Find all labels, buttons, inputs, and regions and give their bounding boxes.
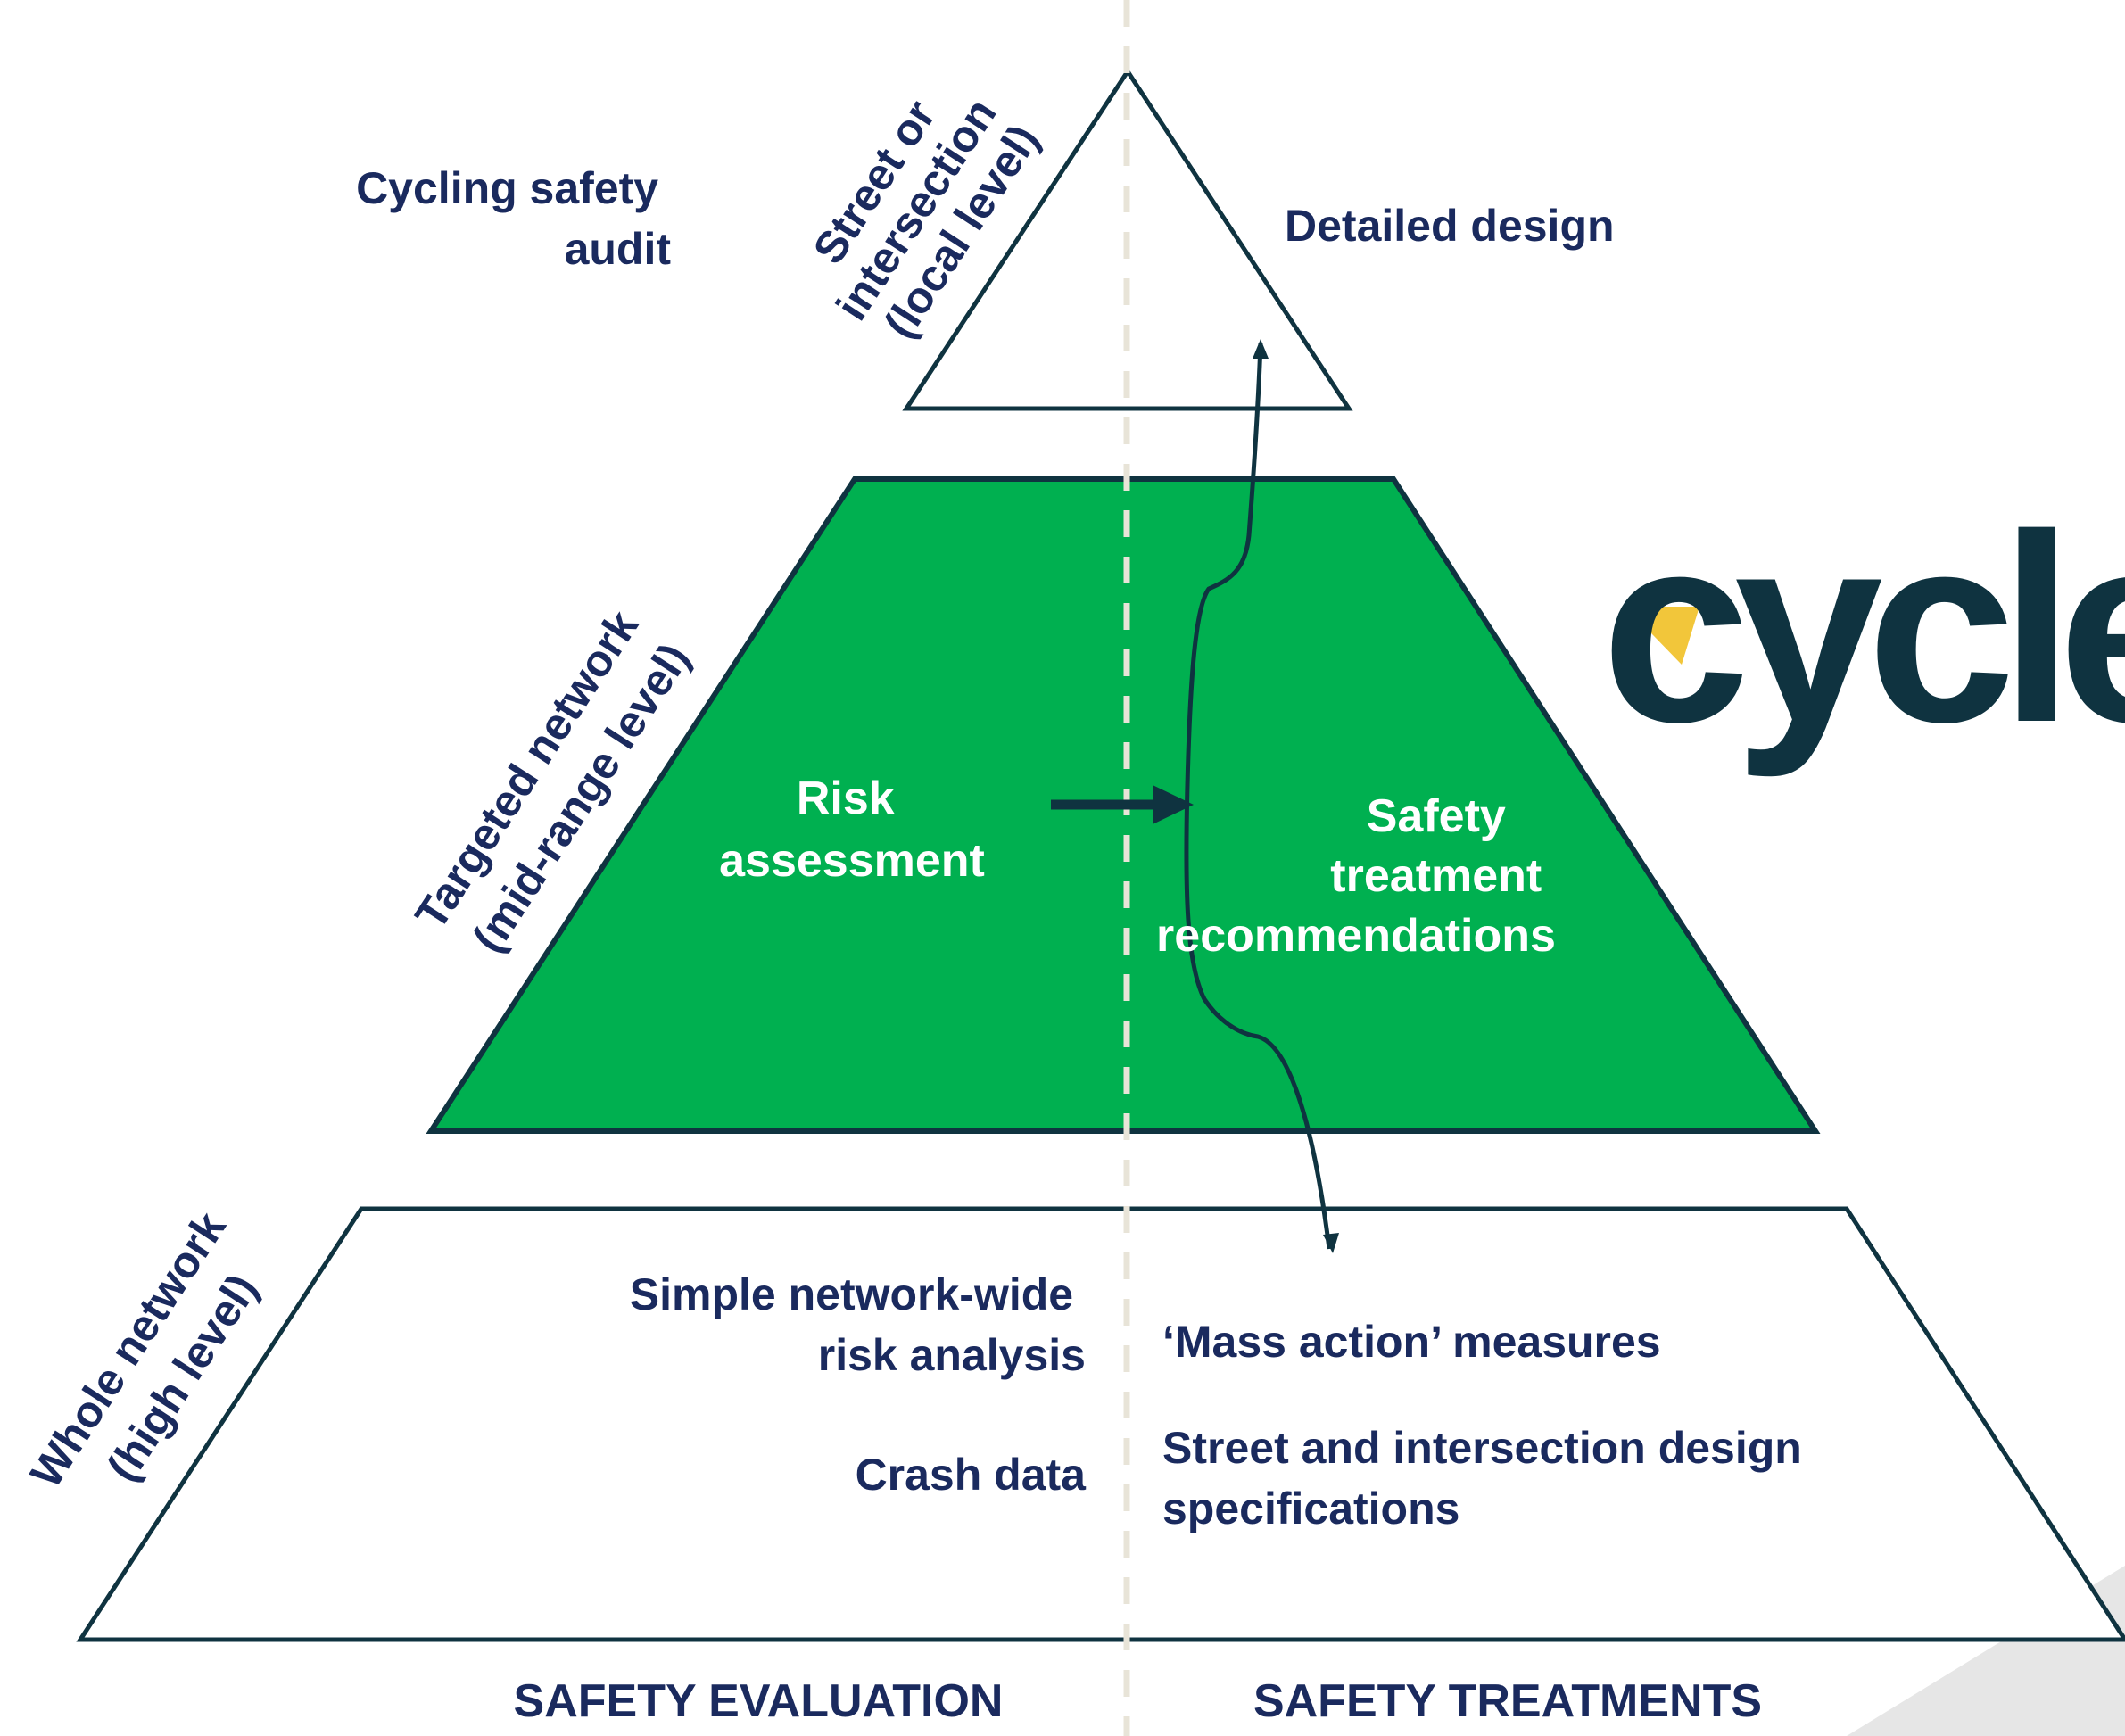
arrowhead-down-icon (1323, 1233, 1339, 1253)
middle-tier-evaluation-label: Risk assessment (719, 773, 985, 887)
cycle-logo: cycle (1601, 478, 2125, 780)
top-tier-evaluation-label: Cycling safety audit (356, 163, 671, 274)
bottom-tier-treatment-label-1: ‘Mass action’ measures (1162, 1317, 1661, 1367)
arrowhead-up-icon (1253, 339, 1269, 359)
bottom-tier-treatment-label-2: Street and intersection design specifica… (1162, 1423, 1815, 1533)
bottom-tier-evaluation-label-1: Simple network-wide risk analysis (630, 1269, 1086, 1380)
curved-bracket-arrow (1184, 343, 1332, 1250)
logo-wordmark: cycle (1601, 478, 2125, 780)
safety-evaluation-heading: SAFETY EVALUATION (514, 1675, 1004, 1727)
bottom-tier-evaluation-label-2: Crash data (856, 1450, 1087, 1500)
top-tier-treatment-label: Detailed design (1285, 201, 1615, 251)
middle-tier-treatment-label: Safety treatment recommendations (1156, 790, 1556, 962)
safety-treatments-heading: SAFETY TREATMENTS (1253, 1675, 1762, 1727)
logo-accent-shape (1625, 607, 1699, 665)
right-arrow-icon (1153, 785, 1194, 824)
bottom-tier-trapezoid (76, 1206, 2125, 1642)
